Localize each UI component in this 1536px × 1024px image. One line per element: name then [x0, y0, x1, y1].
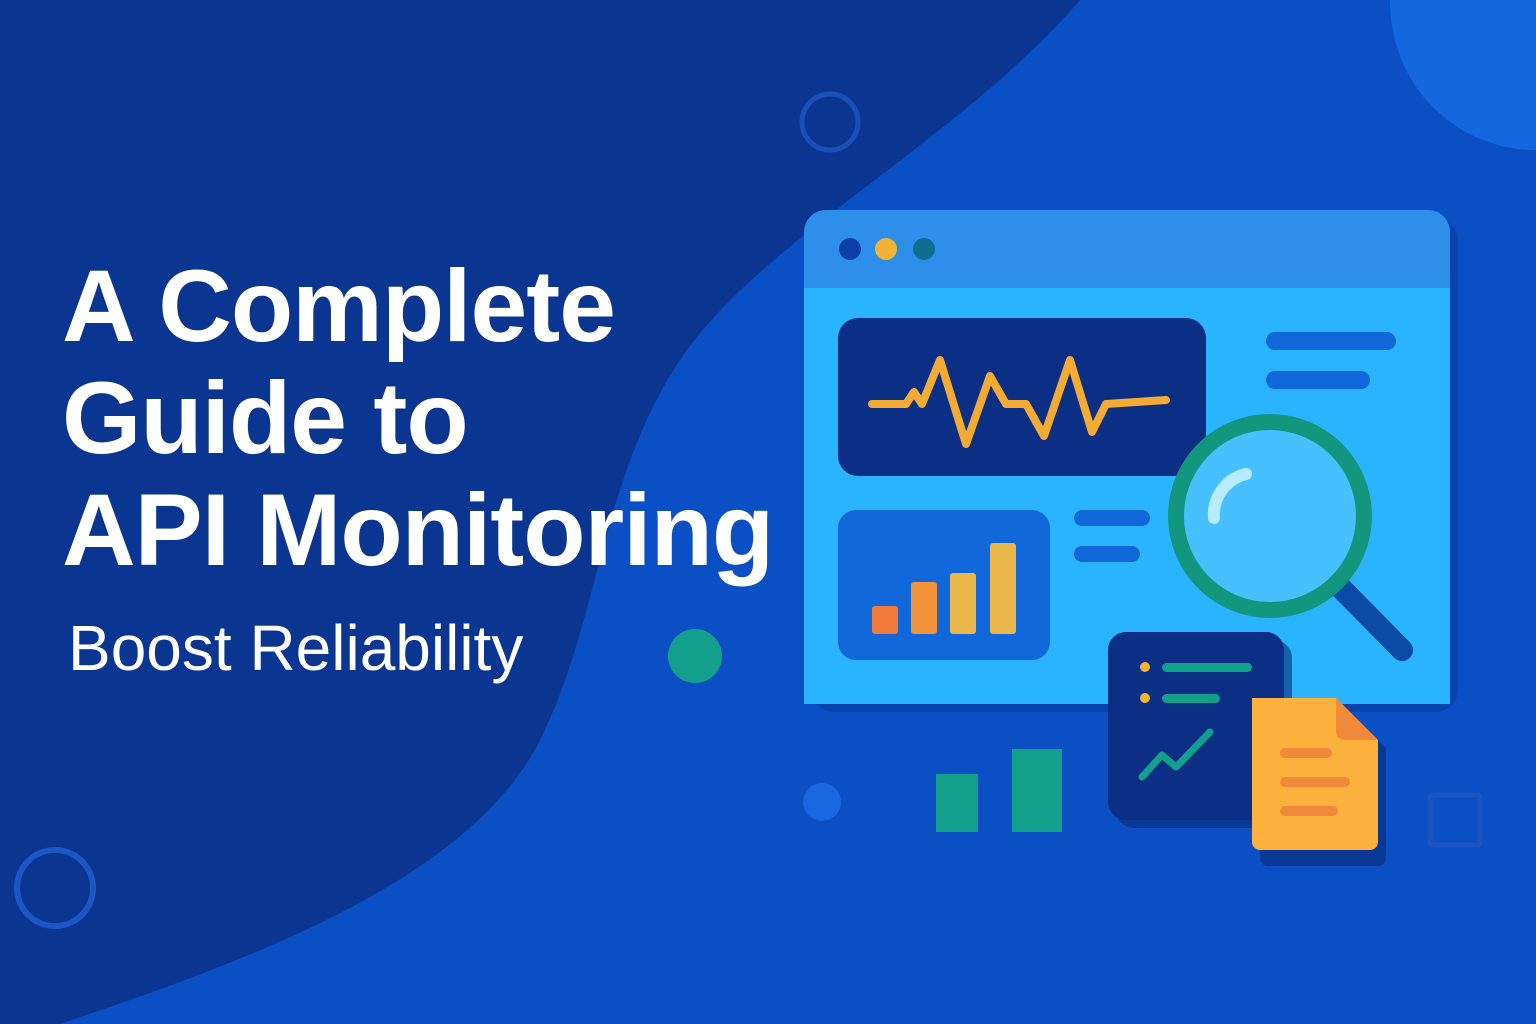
- text-line-placeholder-4: [1074, 546, 1140, 562]
- list-line-2: [1162, 694, 1220, 703]
- square-outline-decoration: [1427, 792, 1483, 848]
- bar-chart-icon: [872, 543, 1016, 634]
- magnifier-icon: [1168, 414, 1413, 661]
- document-fold: [1336, 698, 1378, 740]
- hero-subtitle: Boost Reliability: [68, 612, 524, 684]
- text-line-placeholder-1: [1266, 332, 1396, 350]
- bar-chart-panel: [838, 510, 1050, 660]
- pulse-panel: [838, 318, 1206, 476]
- heartbeat-line-icon: [868, 356, 1170, 448]
- title-line-1: A Complete: [62, 249, 616, 363]
- bar-4: [990, 543, 1016, 634]
- blue-dot-decoration: [803, 783, 841, 821]
- list-bullet-2: [1140, 693, 1150, 703]
- hero-title: A Complete Guide to API Monitoring: [62, 250, 822, 586]
- bar-2: [911, 582, 937, 634]
- magnifier-lens: [1176, 422, 1364, 610]
- text-line-placeholder-2: [1266, 371, 1370, 389]
- bar-3: [950, 573, 976, 634]
- document-line-2: [1280, 777, 1350, 787]
- magnifier-glare: [1207, 468, 1252, 524]
- document-line-1: [1280, 748, 1332, 758]
- window-dot-teal: [913, 238, 935, 260]
- bar-1: [872, 606, 898, 634]
- title-line-2: Guide to: [62, 361, 469, 475]
- window-dot-blue: [839, 238, 861, 260]
- ring-decoration-bottom-left: [14, 847, 96, 929]
- floating-bar-tall: [1012, 749, 1062, 832]
- title-line-3: API Monitoring: [62, 473, 774, 587]
- trend-up-icon: [1138, 728, 1214, 781]
- document-line-3: [1280, 806, 1338, 816]
- magnifier-ring: [1168, 414, 1372, 618]
- ring-decoration-top: [799, 91, 861, 153]
- report-card: [1108, 632, 1292, 828]
- list-bullet-1: [1140, 662, 1150, 672]
- list-line-1: [1162, 663, 1252, 672]
- background-wave-light: [1390, 0, 1536, 150]
- teal-dot-decoration: [668, 629, 722, 683]
- document-icon: [1252, 698, 1386, 866]
- magnifier-handle: [1324, 571, 1413, 661]
- window-dot-yellow: [875, 238, 897, 260]
- text-line-placeholder-3: [1074, 510, 1150, 526]
- floating-bar-short: [936, 774, 978, 832]
